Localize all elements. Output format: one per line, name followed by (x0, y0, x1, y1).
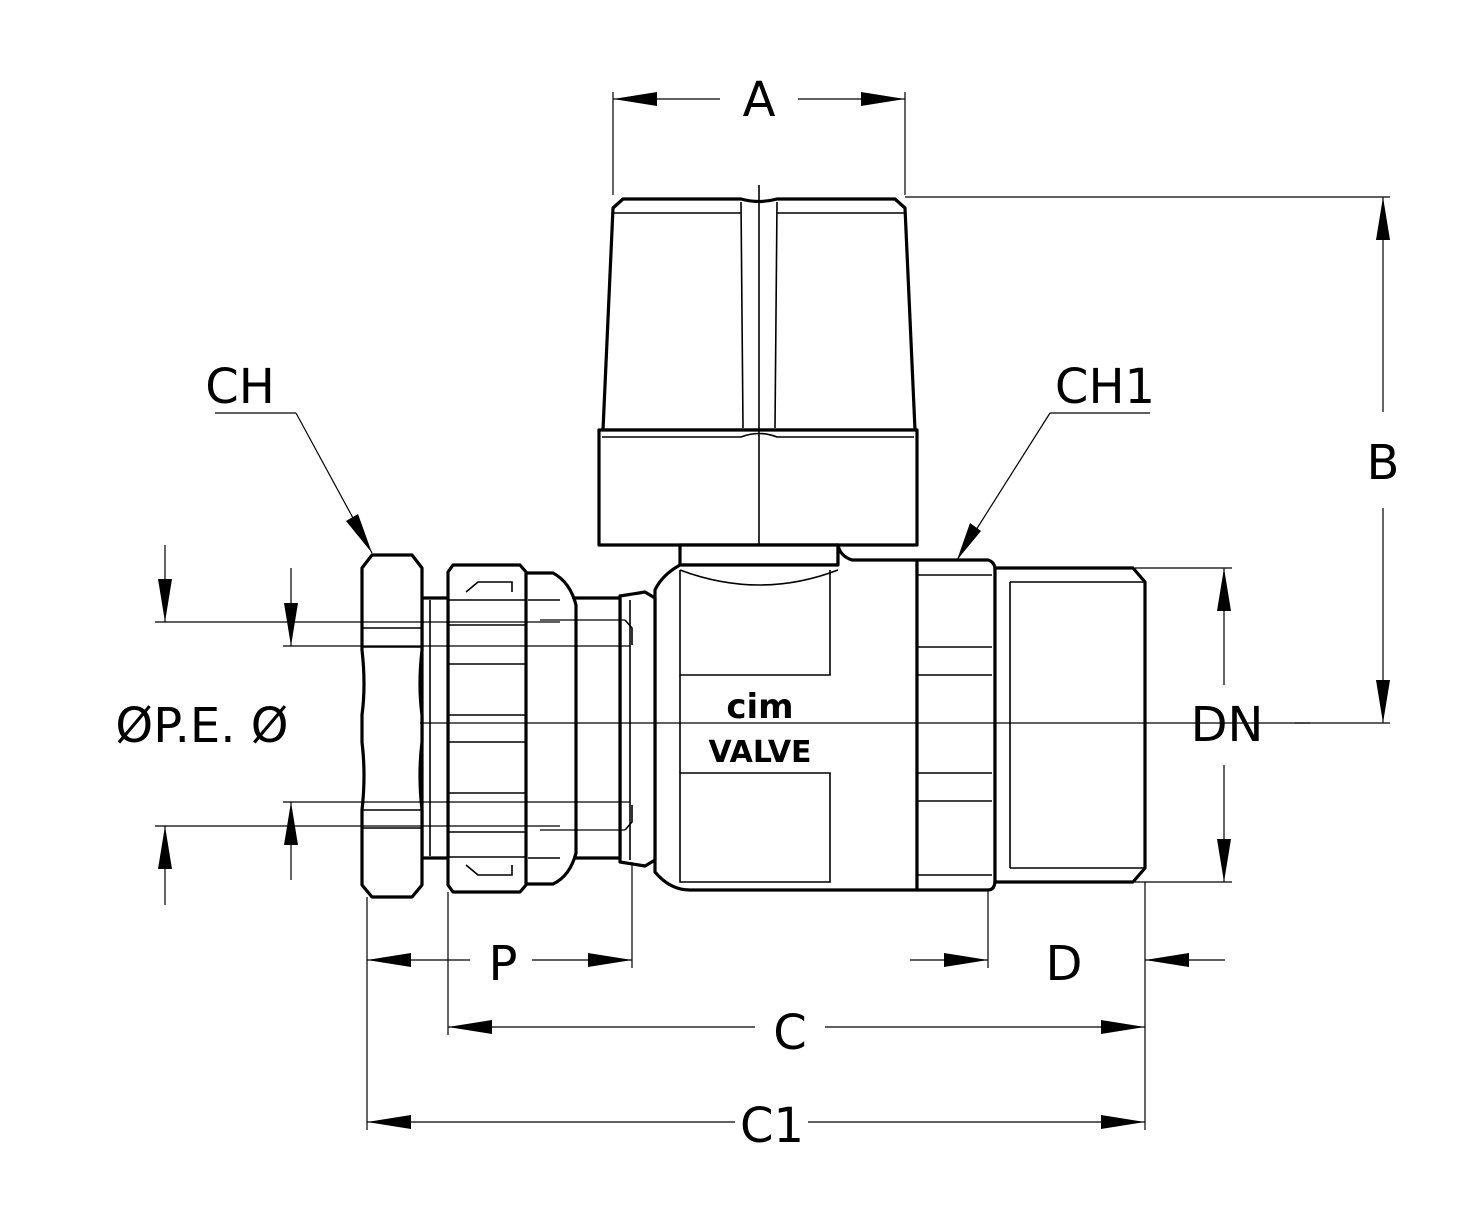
label-p: P (489, 936, 518, 992)
dimension-p: P (366, 862, 633, 1130)
label-c: C (773, 1005, 807, 1061)
label-ch1: CH1 (1055, 359, 1155, 415)
right-connector (915, 558, 1147, 892)
label-pe: ØP.E. Ø (115, 698, 288, 754)
brand-bottom: VALVE (708, 735, 811, 770)
leader-ch: CH (205, 359, 373, 554)
label-d: D (1046, 936, 1083, 992)
dimension-a: A (612, 72, 906, 195)
label-c1: C1 (740, 1098, 804, 1154)
valve-body (653, 543, 919, 892)
dimension-dn: DN (1135, 567, 1264, 883)
dimension-c1: C1 (367, 1098, 1145, 1154)
label-b: B (1367, 435, 1400, 491)
dimension-d: D (910, 882, 1225, 1130)
brand-top: cim (726, 687, 793, 727)
label-a: A (743, 72, 776, 128)
dimension-pe: ØP.E. Ø (115, 545, 630, 905)
left-connector (360, 553, 657, 899)
dimension-b: B (905, 196, 1400, 724)
label-dn: DN (1191, 697, 1264, 753)
dimension-c: C (447, 892, 1145, 1061)
label-ch: CH (205, 359, 275, 415)
leader-ch1: CH1 (956, 359, 1155, 561)
